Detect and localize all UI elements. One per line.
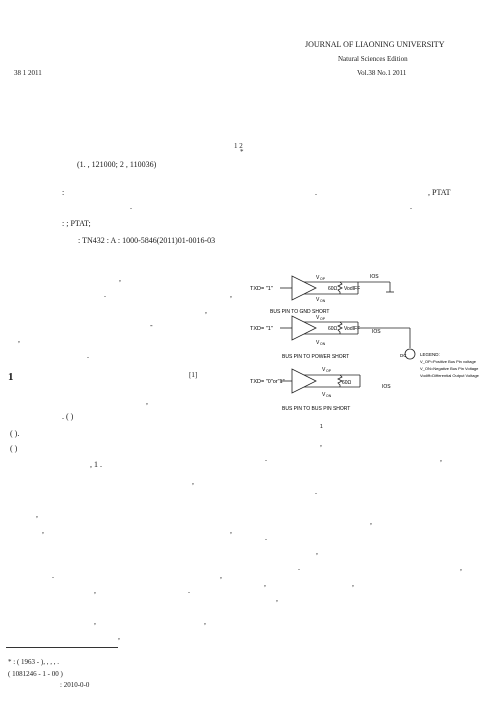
legend-dc-label: DC bbox=[400, 353, 407, 358]
abstract-period: . bbox=[315, 188, 317, 197]
panel3-von-sub: ON bbox=[326, 394, 332, 398]
footnote-line-2: ( 1081246 - 1 - 00 ) bbox=[8, 670, 63, 678]
volume-issue-left: 38 1 2011 bbox=[14, 69, 42, 77]
body-open-2: ( ) bbox=[10, 444, 18, 453]
bus-short-figure: TXD= "1" V OP V ON 60Ω VodIFF IOS BUS PI… bbox=[250, 274, 480, 430]
abstract-ptat: , PTAT bbox=[428, 188, 451, 197]
panel3-resistor-label: 60Ω bbox=[342, 380, 352, 386]
legend-line-3: Vodiff=Differential Output Voltage bbox=[420, 373, 480, 378]
legend-line-1: V_OP=Positive Bus Pin voltage bbox=[420, 359, 477, 364]
panel1-caption: BUS PIN TO GND SHORT bbox=[270, 309, 329, 315]
body-comma-4: , bbox=[18, 335, 20, 344]
body-open-1: ( ). bbox=[10, 429, 20, 438]
footnote-line-1: * : ( 1963 - ), , , , . bbox=[8, 658, 59, 666]
body-comma-20: , bbox=[94, 617, 96, 626]
legend-title: LEGEND: bbox=[420, 352, 440, 357]
panel1-vop-label: V bbox=[316, 275, 320, 281]
body-comma-2: , bbox=[230, 290, 232, 299]
panel3-vop-sub: OP bbox=[326, 369, 332, 373]
body-comma-21: , bbox=[204, 617, 206, 626]
panel2-driver-triangle bbox=[291, 315, 317, 341]
body-fig-ref: , 1 . bbox=[90, 460, 102, 469]
panel3-driver-triangle bbox=[291, 368, 317, 394]
keywords-line: : ; PTAT; bbox=[62, 219, 91, 228]
panel3-vop-label: V bbox=[322, 367, 326, 373]
body-comma-7: , bbox=[440, 454, 442, 463]
body-dot-1: . bbox=[104, 290, 106, 299]
panel3-input-label: TXD= "0"or"1" bbox=[250, 379, 285, 385]
body-dash: - bbox=[150, 321, 153, 330]
journal-edition: Natural Sciences Edition bbox=[338, 55, 408, 63]
panel1-input-label: TXD= "1" bbox=[250, 286, 273, 292]
body-dot-3: . bbox=[265, 454, 267, 463]
panel3-resistor bbox=[337, 374, 343, 387]
panel1-driver-triangle bbox=[291, 275, 317, 301]
body-dot-5: . bbox=[265, 533, 267, 542]
body-comma-9: , bbox=[36, 510, 38, 519]
panel2-caption: BUS PIN TO POWER SHORT bbox=[282, 354, 349, 360]
body-comma-14: , bbox=[460, 563, 462, 572]
panel1-vod-label: VodIFF bbox=[344, 286, 360, 292]
panel1-von-sub: ON bbox=[320, 299, 326, 303]
panel3-caption: BUS PIN TO BUS PIN SHORT bbox=[282, 406, 350, 412]
classification-line: : TN432 : A : 1000-5846(2011)01-0016-03 bbox=[78, 236, 216, 245]
panel2-vop-sub: OP bbox=[320, 317, 326, 321]
panel2-vod-label: VodIFF bbox=[344, 326, 360, 332]
body-dot-6: . bbox=[298, 563, 300, 572]
footnote-rule bbox=[6, 647, 118, 648]
body-comma-18: , bbox=[94, 586, 96, 595]
panel3-von-label: V bbox=[322, 392, 326, 398]
body-comma-12: , bbox=[230, 526, 232, 535]
abstract-dot-a: . bbox=[130, 202, 132, 211]
panel1-resistor bbox=[337, 281, 343, 294]
body-comma-22: , bbox=[118, 632, 120, 641]
body-dot-2: . bbox=[87, 351, 89, 360]
panel2-vop-label: V bbox=[316, 315, 320, 321]
panel2-von-label: V bbox=[316, 340, 320, 346]
panel1-vop-sub: OP bbox=[320, 277, 326, 281]
panel1-von-label: V bbox=[316, 297, 320, 303]
panel2-input-label: TXD= "1" bbox=[250, 326, 273, 332]
body-comma-16: , bbox=[264, 579, 266, 588]
panel2-ios-label: IOS bbox=[372, 329, 381, 335]
body-paren-line: . ( ) bbox=[62, 412, 74, 421]
dagger-mark: * bbox=[240, 148, 244, 156]
citation-ref: [1] bbox=[189, 371, 198, 379]
dc-source-symbol bbox=[404, 348, 416, 360]
author-marks: 1 2 bbox=[234, 142, 243, 150]
panel2-von-sub: ON bbox=[320, 342, 326, 346]
panel2-resistor-label: 60Ω bbox=[328, 326, 338, 332]
body-comma-15: , bbox=[220, 571, 222, 580]
section-number: 1 bbox=[8, 371, 14, 383]
body-comma-1: , bbox=[119, 274, 121, 283]
body-comma-17: , bbox=[352, 579, 354, 588]
body-dot-4: . bbox=[315, 487, 317, 496]
affiliation-line: (1. , 121000; 2 , 110036) bbox=[77, 160, 157, 169]
journal-name: JOURNAL OF LIAONING UNIVERSITY bbox=[305, 40, 445, 49]
panel3-ios-label: IOS bbox=[382, 384, 391, 390]
panel1-resistor-label: 60Ω bbox=[328, 286, 338, 292]
abstract-colon: : bbox=[62, 188, 65, 197]
body-comma-6: , bbox=[320, 439, 322, 448]
abstract-dot-b: . bbox=[410, 202, 412, 211]
legend-line-2: V_ON=Negative Bus Pin Voltage bbox=[420, 366, 479, 371]
body-comma-8: , bbox=[192, 477, 194, 486]
footnote-line-3: : 2010-0-0 bbox=[60, 681, 90, 689]
body-dot-8: . bbox=[188, 586, 190, 595]
body-comma-5: , bbox=[146, 397, 148, 406]
figure-number: 1 bbox=[320, 424, 323, 430]
body-comma-10: , bbox=[370, 517, 372, 526]
body-comma-3: , bbox=[205, 306, 207, 315]
panel1-ios-label: IOS bbox=[370, 274, 379, 280]
body-comma-19: , bbox=[276, 594, 278, 603]
body-dot-7: . bbox=[52, 571, 54, 580]
body-comma-11: , bbox=[42, 526, 44, 535]
body-comma-13: , bbox=[316, 547, 318, 556]
volume-issue-right: Vol.38 No.1 2011 bbox=[357, 69, 407, 77]
panel2-resistor bbox=[337, 321, 343, 334]
